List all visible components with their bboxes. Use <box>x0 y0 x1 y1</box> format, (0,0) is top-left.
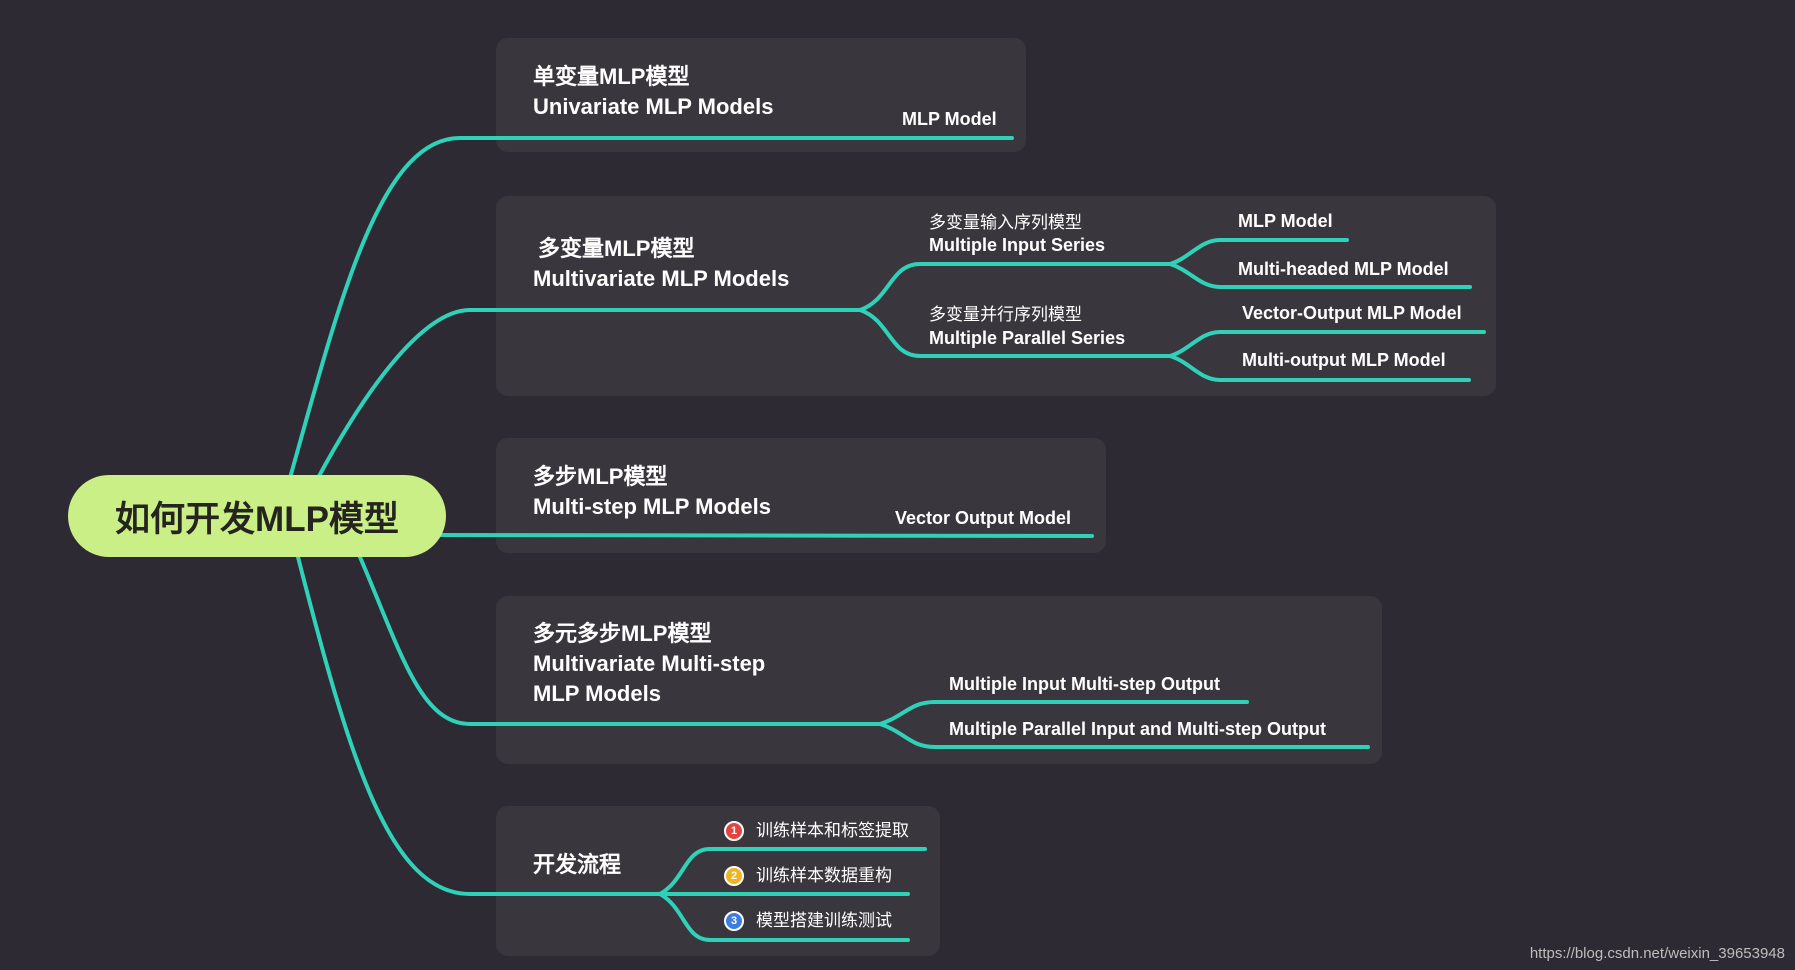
edge-workflow-step1 <box>658 847 927 896</box>
leaf-vector-output-model: Vector Output Model <box>895 508 1072 528</box>
edge-workflow-step3 <box>658 892 910 942</box>
multiple-parallel-series-en: Multiple Parallel Series <box>929 328 1126 348</box>
step-1-badge-icon: 1 <box>724 821 744 841</box>
edge-root-univariate <box>288 136 1014 480</box>
multivariate-title-zh: 多变量MLP模型 <box>538 236 695 261</box>
edge-sub1-leaf1 <box>1168 238 1349 266</box>
multiple-input-series-en: Multiple Input Series <box>929 235 1106 255</box>
multistep-title-zh: 多步MLP模型 <box>533 464 668 489</box>
edge-root-multivariate <box>316 308 862 480</box>
edge-sub2-leaf2 <box>1168 354 1471 382</box>
leaf-multiple-input-multi-step-output: Multiple Input Multi-step Output <box>949 674 1220 694</box>
mm-title-en-2: MLP Models <box>533 681 661 706</box>
branch-workflow-box <box>496 806 940 956</box>
edge-multivariate-sub1 <box>858 262 1172 312</box>
mm-title-zh: 多元多步MLP模型 <box>533 621 712 646</box>
step-1-label: 训练样本和标签提取 <box>756 821 909 840</box>
branch-multivariate-multistep-box <box>496 596 1382 764</box>
edge-mm-leaf2 <box>878 722 1370 749</box>
root-node: 如何开发MLP模型 <box>68 475 446 557</box>
edge-multivariate-sub2 <box>858 308 1172 358</box>
step-3-badge-icon: 3 <box>724 911 744 931</box>
leaf-vector-output-mlp-model: Vector-Output MLP Model <box>1242 303 1462 323</box>
edge-root-workflow <box>296 555 662 896</box>
step-2-badge-icon: 2 <box>724 866 744 886</box>
univariate-title-en: Univariate MLP Models <box>533 94 774 119</box>
multivariate-title-en: Multivariate MLP Models <box>533 266 790 291</box>
leaf-multi-output-mlp-model: Multi-output MLP Model <box>1242 350 1446 370</box>
step-3-label: 模型搭建训练测试 <box>756 911 892 930</box>
multiple-parallel-series-zh: 多变量并行序列模型 <box>929 305 1082 324</box>
leaf-multi-headed-mlp-model: Multi-headed MLP Model <box>1238 259 1449 279</box>
step-2-label: 训练样本数据重构 <box>756 866 892 885</box>
univariate-title-zh: 单变量MLP模型 <box>533 64 690 89</box>
leaf-multiple-parallel-input-multi-step-output: Multiple Parallel Input and Multi-step O… <box>949 719 1326 739</box>
multiple-input-series-zh: 多变量输入序列模型 <box>929 213 1082 232</box>
branch-univariate-box <box>496 38 1026 152</box>
mm-title-en-1: Multivariate Multi-step <box>533 651 766 676</box>
branch-multivariate-box <box>496 196 1496 396</box>
edge-mm-leaf1 <box>878 700 1249 726</box>
workflow-title: 开发流程 <box>533 852 622 877</box>
leaf-mlp-model: MLP Model <box>1238 211 1333 231</box>
watermark-url: https://blog.csdn.net/weixin_39653948 <box>1529 945 1785 962</box>
edge-root-multivariate-multistep <box>358 555 882 726</box>
edge-root-multistep <box>438 533 1094 538</box>
univariate-leaf-mlp-model: MLP Model <box>902 109 997 129</box>
multistep-title-en: Multi-step MLP Models <box>533 494 771 519</box>
edge-sub2-leaf1 <box>1168 330 1486 358</box>
edge-sub1-leaf2 <box>1168 262 1472 289</box>
